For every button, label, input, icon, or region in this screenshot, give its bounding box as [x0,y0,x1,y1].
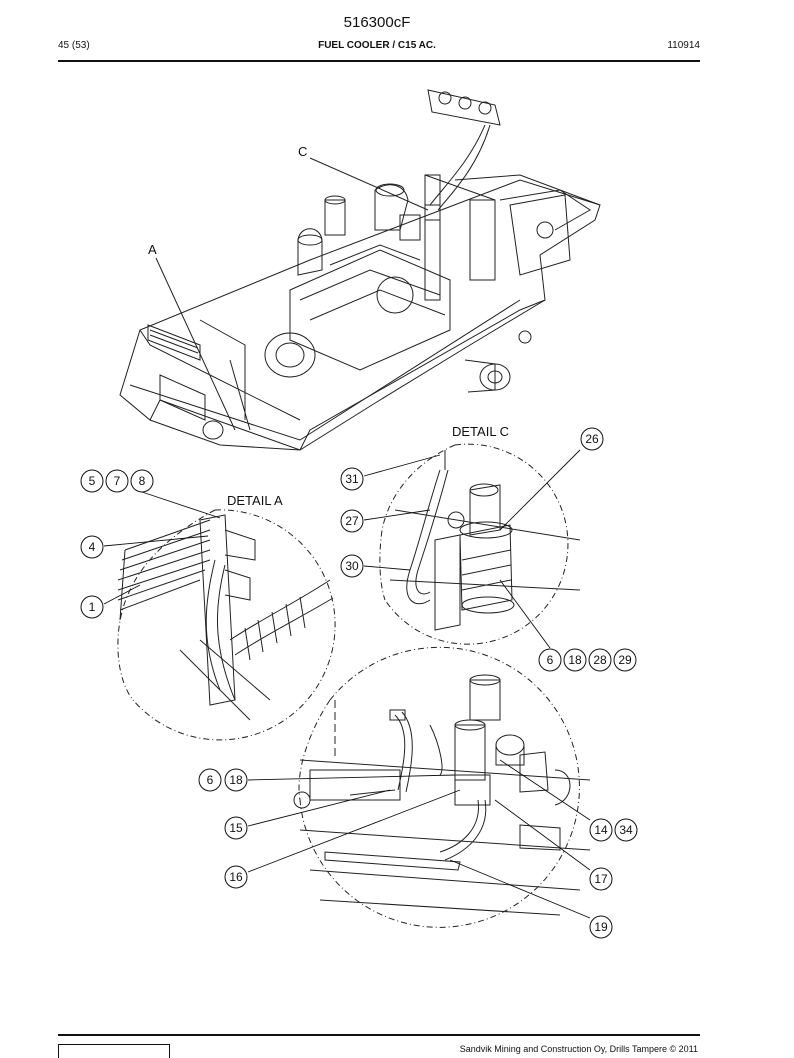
svg-text:30: 30 [345,559,359,573]
callout-1: 1 [80,595,104,619]
detail-c-drawing [379,443,581,645]
detail-c-label: DETAIL C [452,424,509,439]
svg-text:18: 18 [568,653,582,667]
svg-text:17: 17 [594,872,608,886]
footer-rule [58,1034,700,1036]
callout-16: 16 [224,865,248,889]
detail-a-label: DETAIL A [227,493,283,508]
callout-28: 28 [588,648,612,672]
lower-detail-drawing [293,646,591,928]
svg-text:19: 19 [594,920,608,934]
svg-text:26: 26 [585,432,599,446]
sandvik-logo [58,1044,170,1058]
svg-text:31: 31 [345,472,359,486]
callout-5: 5 [80,469,104,493]
section-title: FUEL COOLER / C15 AC. [318,40,436,51]
svg-text:14: 14 [594,823,608,837]
callout-6-lower: 6 [198,768,222,792]
view-a-label: A [148,242,157,257]
callout-19: 19 [589,915,613,939]
svg-text:8: 8 [139,474,146,488]
callout-31: 31 [340,467,364,491]
callout-8: 8 [130,469,154,493]
callout-4: 4 [80,535,104,559]
svg-text:4: 4 [89,540,96,554]
svg-text:16: 16 [229,870,243,884]
svg-text:6: 6 [207,773,214,787]
svg-text:1: 1 [89,600,96,614]
doc-number: 516300cF [343,14,411,31]
svg-text:27: 27 [345,514,359,528]
svg-text:5: 5 [89,474,96,488]
leader-lines [103,449,591,919]
machine-overview [119,89,601,451]
callout-7: 7 [105,469,129,493]
view-c-leader [309,157,429,211]
callout-26: 26 [580,427,604,451]
page-number: 45 (53) [58,40,90,51]
callout-34: 34 [614,818,638,842]
doc-code: 110914 [667,40,700,51]
callout-15: 15 [224,816,248,840]
callout-18-c: 18 [563,648,587,672]
footer-copyright: Sandvik Mining and Construction Oy, Dril… [459,1044,698,1054]
detail-a-drawing [117,509,336,741]
svg-text:34: 34 [619,823,633,837]
view-c-label: C [298,144,307,159]
callout-27: 27 [340,509,364,533]
callout-30: 30 [340,554,364,578]
view-a-leader [155,257,236,431]
callouts: 5 7 8 4 1 31 26 27 30 6 18 28 29 6 18 15… [80,427,638,939]
svg-text:29: 29 [618,653,632,667]
svg-text:6: 6 [547,653,554,667]
callout-18-lower: 18 [224,768,248,792]
svg-text:18: 18 [229,773,243,787]
svg-text:15: 15 [229,821,243,835]
callout-29: 29 [613,648,637,672]
callout-17: 17 [589,867,613,891]
svg-text:28: 28 [593,653,607,667]
svg-text:7: 7 [114,474,121,488]
callout-6-c: 6 [538,648,562,672]
callout-14: 14 [589,818,613,842]
header-rule [58,60,700,62]
